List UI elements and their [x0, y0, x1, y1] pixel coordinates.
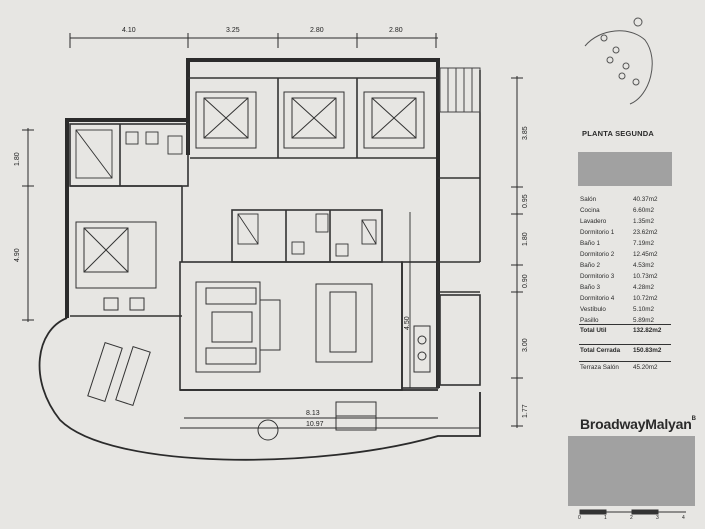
terraza-rule — [579, 361, 671, 362]
right-dim-1: 3.85 — [522, 126, 529, 140]
top-dim-2: 3.25 — [226, 27, 240, 34]
right-dim-2: 0.95 — [522, 194, 529, 208]
left-dimension-line — [22, 128, 34, 322]
floor-title: PLANTA SEGUNDA — [582, 129, 654, 138]
right-dim-5: 3.00 — [522, 338, 529, 352]
scale-tick: 2 — [630, 515, 633, 521]
left-dim-1: 1.80 — [14, 152, 21, 166]
terrace-furniture — [87, 341, 377, 441]
right-dimension-line — [511, 76, 523, 428]
right-dim-6: 1.77 — [522, 404, 529, 418]
interior-depth-dim: 4.50 — [404, 316, 411, 330]
terrace-outline — [38, 317, 481, 461]
bath-fixtures — [75, 129, 377, 257]
living-furniture — [195, 281, 431, 373]
header-gray-box — [578, 152, 672, 186]
total-cerrada-rule — [579, 344, 671, 345]
top-dimension-line — [69, 33, 438, 48]
brand-logo: BroadwayMalyanB — [580, 416, 696, 432]
terrace-outer-dim: 10.97 — [306, 421, 324, 428]
scale-tick: 3 — [656, 515, 659, 521]
footer-gray-box — [568, 436, 695, 506]
stairs — [439, 67, 481, 113]
total-util-rule — [579, 324, 671, 325]
scale-tick: 1 — [604, 515, 607, 521]
scale-tick: 4 — [682, 515, 685, 521]
top-dim-3: 2.80 — [310, 27, 324, 34]
scale-tick: 0 — [578, 515, 581, 521]
right-dim-4: 0.90 — [522, 274, 529, 288]
terrace-inner-dim: 8.13 — [306, 410, 320, 417]
scale-bar — [579, 509, 686, 515]
top-dim-4: 2.80 — [389, 27, 403, 34]
right-dim-3: 1.80 — [522, 232, 529, 246]
terrace-dimensions — [180, 212, 480, 429]
left-dim-2: 4.90 — [14, 248, 21, 262]
location-map — [584, 17, 653, 105]
beds — [75, 91, 425, 311]
top-dim-1: 4.10 — [122, 27, 136, 34]
